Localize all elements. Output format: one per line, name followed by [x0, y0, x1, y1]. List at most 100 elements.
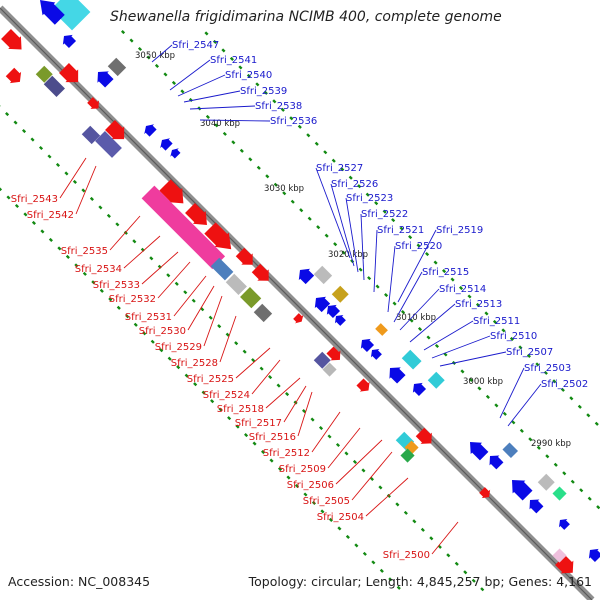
tick-dot — [13, 120, 18, 125]
blue-label-line — [189, 105, 256, 110]
red-gene-label: Sfri_2525 — [187, 374, 234, 385]
tick-dot — [205, 114, 210, 119]
tick-dot — [252, 441, 257, 446]
reverse-gene-arrow — [144, 124, 157, 137]
tick-dot — [307, 216, 312, 221]
tick-dot — [384, 293, 389, 298]
scale-label: 2990 kbp — [531, 439, 571, 449]
tick-dot — [82, 271, 87, 276]
tick-dot — [176, 365, 181, 370]
gene-box-gray — [225, 273, 247, 295]
reverse-gene-arrow — [298, 268, 315, 285]
blue-gene-label: Sfri_2502 — [541, 379, 588, 390]
red-label-line — [431, 521, 459, 555]
blue-gene-label: Sfri_2521 — [377, 225, 424, 236]
blue-gene-label: Sfri_2523 — [346, 193, 393, 204]
red-label-line — [109, 215, 141, 251]
tick-dot — [184, 373, 189, 378]
reverse-gene-arrow — [170, 148, 181, 159]
tick-dot — [594, 421, 599, 426]
tick-dot — [246, 73, 251, 78]
tick-dot — [204, 31, 209, 36]
reverse-gene-arrow — [588, 548, 600, 563]
tick-dot — [586, 413, 591, 418]
reverse-gene-arrow — [360, 338, 375, 353]
reverse-gene-arrow — [160, 138, 173, 151]
red-gene-label: Sfri_2504 — [317, 512, 364, 523]
tick-dot — [560, 387, 565, 392]
tick-dot — [475, 302, 481, 308]
blue-gene-label: Sfri_2513 — [455, 299, 502, 310]
scale-label: 3030 kbp — [264, 184, 304, 194]
tick-dot — [391, 218, 396, 223]
genome-title: Shewanella frigidimarina NCIMB 400, comp… — [110, 9, 502, 25]
tick-dot — [289, 116, 294, 121]
tick-dot — [409, 318, 414, 323]
tick-dot — [299, 208, 304, 213]
blue-gene-label: Sfri_2520 — [395, 241, 442, 252]
tick-dot — [494, 403, 499, 408]
red-gene-label: Sfri_2531 — [125, 312, 172, 323]
gene-box-cyan — [50, 0, 91, 31]
tick-dot — [311, 500, 317, 506]
red-gene-label: Sfri_2509 — [279, 464, 326, 475]
tick-dot — [137, 46, 143, 52]
blue-gene-label: Sfri_2503 — [524, 363, 571, 374]
tick-dot — [579, 488, 584, 493]
tick-dot — [388, 577, 393, 582]
reverse-gene-arrow — [389, 367, 406, 384]
forward-gene-arrow — [5, 67, 22, 84]
tick-dot — [365, 192, 370, 197]
red-label-line — [235, 347, 271, 379]
tick-dot — [142, 331, 147, 336]
tick-dot — [403, 510, 408, 515]
tick-dot — [417, 326, 423, 332]
reverse-gene-arrow — [529, 499, 544, 514]
tick-dot — [324, 233, 329, 238]
tick-dot — [227, 416, 232, 421]
scale-label: 3050 kbp — [135, 51, 175, 61]
tick-dot — [218, 407, 223, 412]
tick-dot — [371, 560, 376, 565]
forward-gene-arrow — [87, 97, 99, 109]
tick-dot — [569, 396, 574, 401]
red-label-line — [187, 285, 215, 331]
tick-dot — [450, 277, 455, 282]
scale-label: 3020 kbp — [328, 250, 368, 260]
blue-label-line — [409, 303, 456, 343]
tick-dot — [23, 212, 28, 217]
tick-dot — [348, 175, 353, 180]
tick-dot — [310, 417, 315, 422]
forward-gene-arrow — [159, 179, 184, 204]
blue-gene-label: Sfri_2539 — [240, 86, 287, 97]
tick-dot — [38, 145, 44, 151]
blue-gene-label: Sfri_2511 — [473, 316, 520, 327]
red-gene-label: Sfri_2533 — [93, 280, 140, 291]
blue-label-line — [183, 90, 241, 103]
tick-dot — [340, 167, 345, 172]
blue-gene-label: Sfri_2515 — [422, 267, 469, 278]
tick-dot — [399, 226, 404, 231]
tick-dot — [395, 502, 400, 507]
blue-label-line — [499, 367, 525, 419]
blue-label-line — [387, 245, 396, 313]
blue-label-line — [423, 320, 474, 351]
tick-dot — [280, 107, 285, 112]
tick-dot — [375, 284, 380, 289]
tick-dot — [242, 349, 247, 354]
tick-dot — [382, 209, 387, 214]
tick-dot — [446, 553, 451, 558]
forward-gene-arrow — [293, 313, 304, 324]
tick-dot — [285, 392, 290, 397]
tick-dot — [302, 409, 307, 414]
tick-dot — [217, 324, 222, 329]
tick-dot — [314, 141, 319, 146]
tick-dot — [429, 536, 434, 541]
tick-dot — [369, 476, 374, 481]
reverse-gene-arrow — [314, 296, 331, 313]
forward-gene-arrow — [326, 346, 341, 361]
red-label-line — [265, 377, 301, 409]
tick-dot — [471, 578, 476, 583]
tick-dot — [337, 526, 342, 531]
tick-dot — [562, 471, 567, 476]
